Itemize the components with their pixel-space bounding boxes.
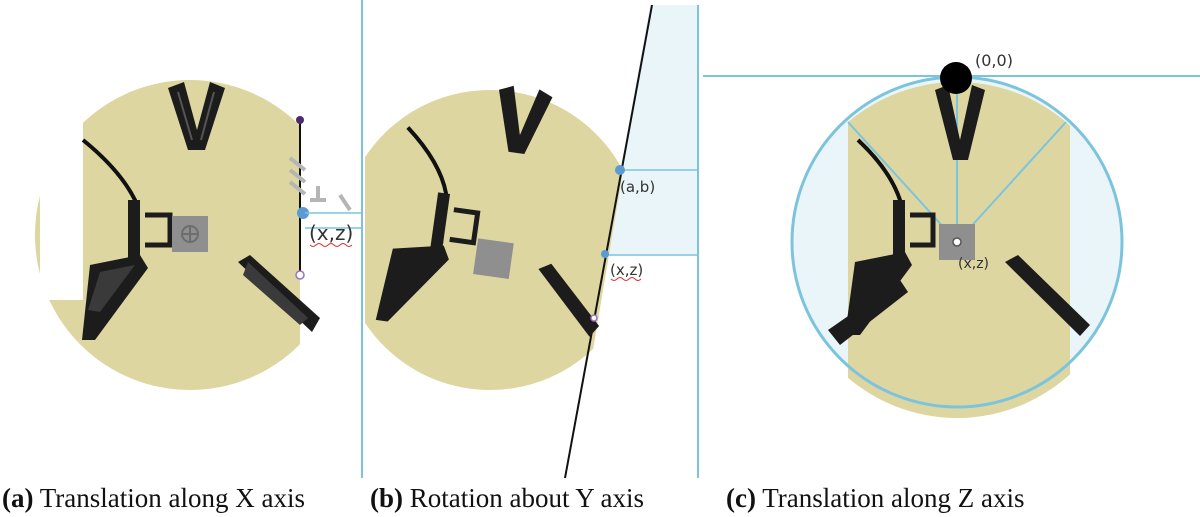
point-xz-a[interactable] [297,207,309,219]
point-lower-label-b: (x,z) [610,261,643,279]
point-ab-b[interactable] [615,165,625,175]
caption-letter-b: (b) [370,483,403,513]
panel-b: (a,b) (x,z) [365,4,699,479]
caption-text-b: Rotation about Y axis [403,483,644,513]
center-label-c: (x,z) [958,256,989,272]
origin-point-c[interactable] [940,62,972,94]
point-upper-label-b: (a,b) [620,178,655,196]
bottom-handle-b[interactable] [590,314,598,322]
point-xz-b[interactable] [601,250,609,258]
bottom-right-claw-c [1005,255,1090,336]
move-arrows-icon[interactable] [288,156,352,212]
point-label-a: (x,z) [309,221,353,245]
top-claw-c [935,85,985,160]
caption-letter-a: (a) [2,483,33,513]
center-block-b [473,238,514,279]
panel-a: (x,z) [35,80,362,390]
handle-a [145,212,173,248]
top-claw-b [498,85,553,154]
origin-label-c: (0,0) [975,51,1013,70]
rotation-axis-b [564,4,653,479]
bottom-handle-a[interactable] [295,270,305,280]
bottom-left-claw-a [82,255,148,340]
caption-c: (c) Translation along Z axis [726,483,1024,513]
bottom-left-claw-c [828,252,912,345]
cable-a [81,138,140,251]
caption-b: (b) Rotation about Y axis [370,483,644,513]
caption-text-c: Translation along Z axis [756,483,1025,513]
caption-letter-c: (c) [726,483,756,513]
bracket-a [128,200,140,262]
bottom-right-claw-b [538,263,600,337]
caption-text-a: Translation along X axis [33,483,305,513]
guide-region-b [605,5,698,255]
guide-rays-c [847,80,1067,243]
panel-c: (0,0) (x,z) [703,51,1200,418]
caption-a: (a) Translation along X axis [2,483,305,513]
top-handle-a[interactable] [296,116,304,124]
top-claw-a [168,82,225,150]
gripper-parts-b [375,85,600,337]
spellcheck-underline-a [309,243,353,247]
bottom-right-claw-a [238,255,320,332]
spellcheck-underline-b [610,277,642,281]
center-point-c[interactable] [952,237,962,247]
bottom-left-claw-b [375,245,449,322]
